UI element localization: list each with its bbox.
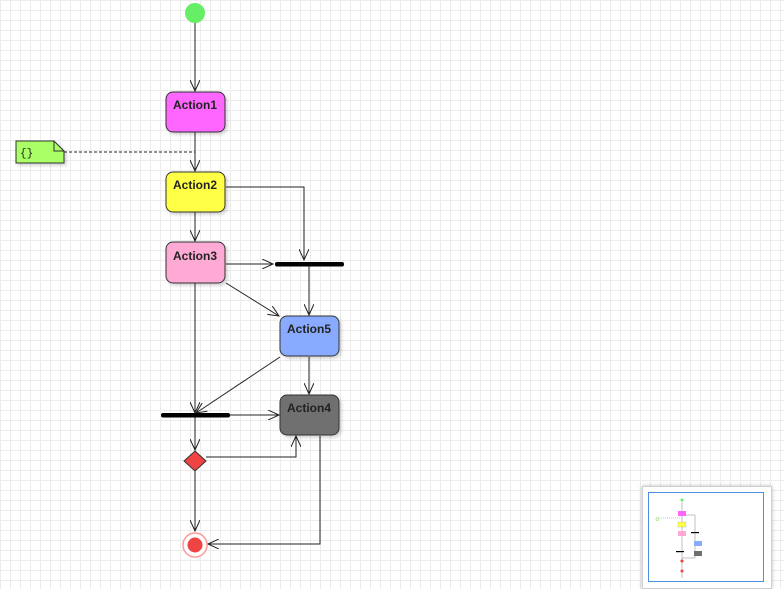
action3-node[interactable]: [165, 241, 226, 284]
outline-preview: {}: [655, 498, 702, 578]
action2-label: Action2: [173, 178, 217, 192]
action1-node[interactable]: [165, 91, 226, 133]
edge-action2-to-fork[interactable]: [226, 186, 304, 260]
edge-action4-to-end[interactable]: [208, 436, 321, 544]
start-node[interactable]: [185, 3, 205, 23]
join-bar[interactable]: [161, 413, 230, 418]
action2-node[interactable]: [165, 171, 226, 213]
note-label: {}: [20, 148, 33, 160]
edge-decision-to-action4[interactable]: [206, 436, 296, 458]
outline-viewport[interactable]: {}: [648, 492, 764, 582]
fork-bar[interactable]: [275, 262, 344, 267]
note[interactable]: [15, 140, 65, 164]
decision-node[interactable]: [183, 450, 207, 472]
end-node[interactable]: [182, 532, 208, 558]
outline-note-label: {}: [655, 517, 660, 522]
action4-node[interactable]: [279, 394, 340, 436]
outline-panel[interactable]: {}: [642, 486, 772, 589]
action5-node[interactable]: [279, 315, 340, 357]
action1-label: Action1: [173, 98, 217, 112]
action4-label: Action4: [287, 401, 331, 415]
action5-label: Action5: [287, 322, 331, 336]
action3-label: Action3: [173, 249, 217, 263]
edge-action3-to-action5[interactable]: [225, 282, 279, 316]
edges: [64, 23, 321, 544]
edge-action5-to-join[interactable]: [196, 356, 281, 413]
